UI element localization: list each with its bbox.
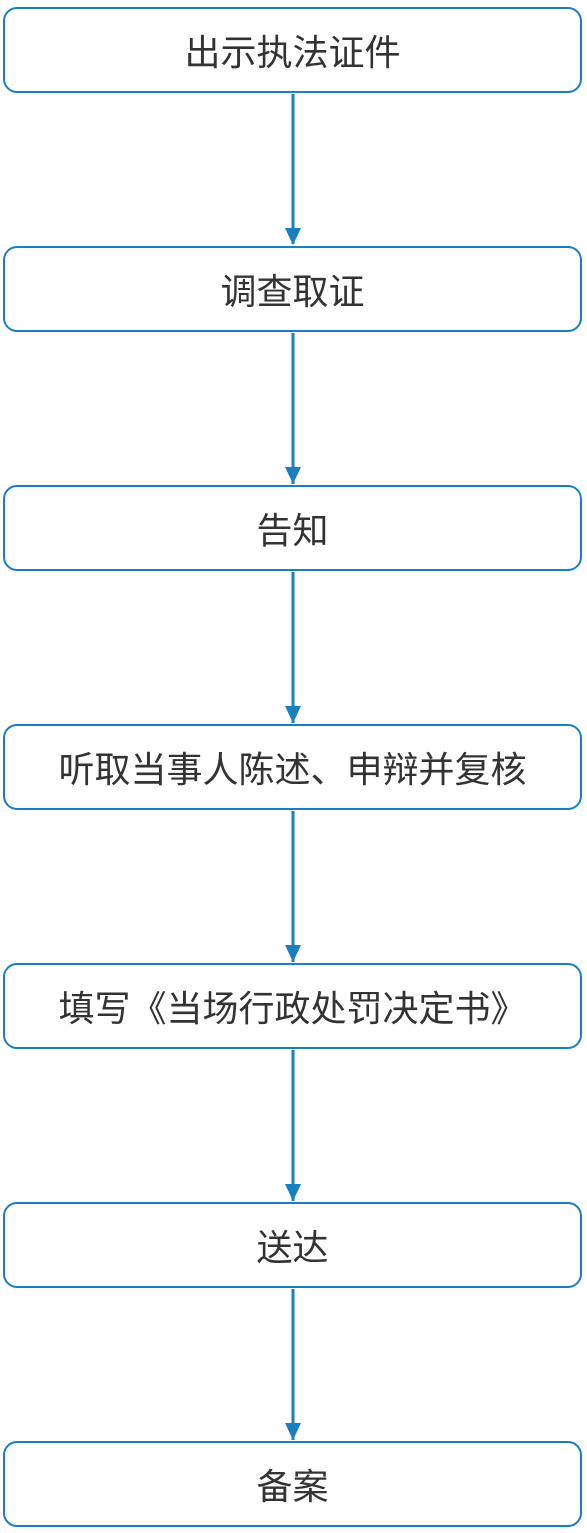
step-hearing-review: 听取当事人陈述、申辩并复核 [3, 724, 582, 810]
arrowhead-4-5 [285, 945, 301, 962]
step-label: 听取当事人陈述、申辩并复核 [58, 750, 527, 791]
step-label: 填写《当场行政处罚决定书》 [58, 989, 527, 1030]
step-investigation: 调查取证 [3, 246, 582, 332]
step-label: 备案 [256, 1467, 329, 1508]
step-label: 送达 [256, 1228, 329, 1269]
arrowhead-3-4 [285, 706, 301, 723]
step-notification: 告知 [3, 485, 582, 571]
arrowhead-1-2 [285, 228, 301, 245]
step-delivery: 送达 [3, 1202, 582, 1288]
arrowhead-5-6 [285, 1184, 301, 1201]
step-fill-decision: 填写《当场行政处罚决定书》 [3, 963, 582, 1049]
step-filing: 备案 [3, 1441, 582, 1527]
step-label: 出示执法证件 [184, 33, 401, 74]
arrowhead-6-7 [285, 1423, 301, 1440]
step-label: 调查取证 [220, 272, 365, 313]
step-label: 告知 [256, 511, 329, 552]
step-show-credentials: 出示执法证件 [3, 7, 582, 93]
arrowhead-2-3 [285, 467, 301, 484]
